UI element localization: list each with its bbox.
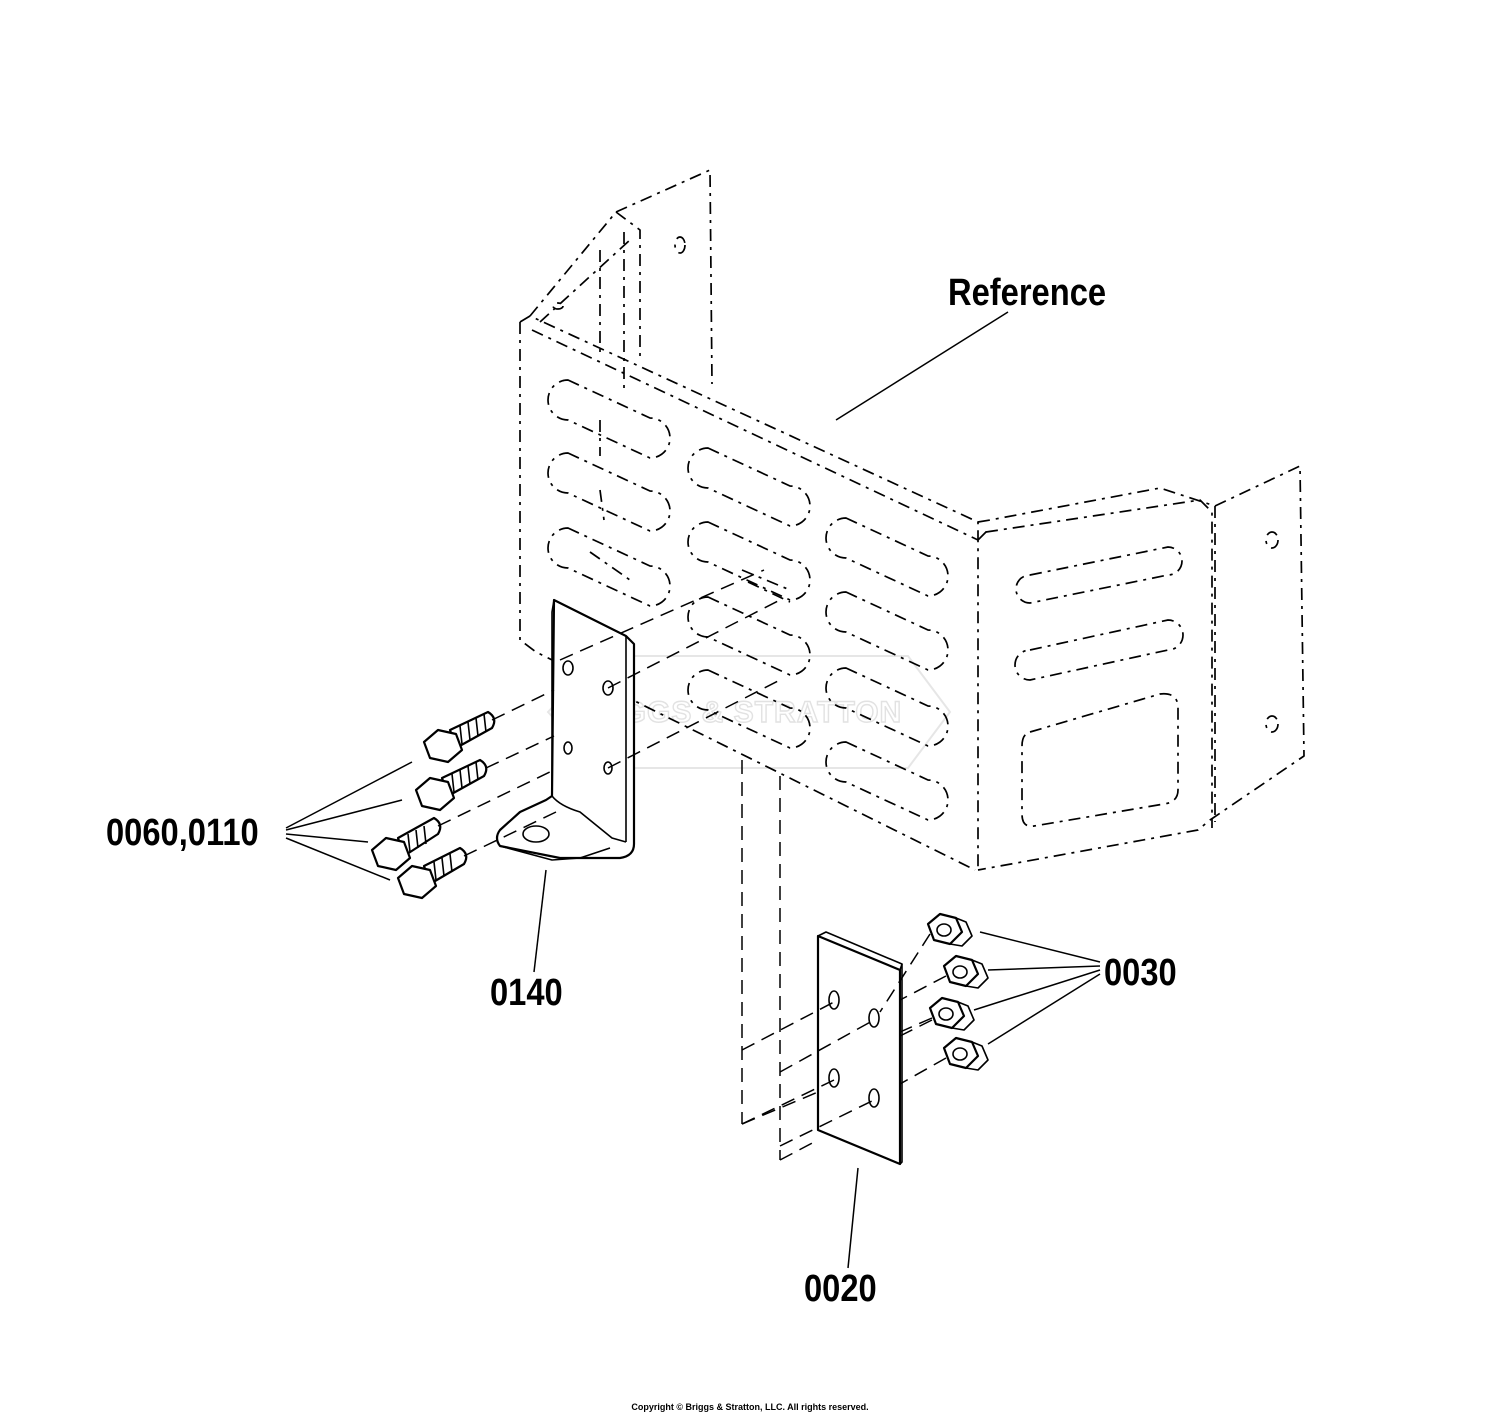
callout-bolts: 0060,0110 (106, 812, 259, 854)
callout-nuts: 0030 (1104, 952, 1177, 994)
bolt-1 (422, 710, 496, 764)
bolt-2 (414, 758, 488, 812)
nut-1 (926, 912, 973, 947)
callout-bracket: 0140 (490, 972, 563, 1014)
nut-2 (942, 954, 989, 989)
bolt-3 (370, 816, 442, 872)
leader-lines (285, 311, 1101, 1269)
bracket-0140 (495, 598, 636, 861)
plate-0020 (816, 931, 903, 1166)
copyright-notice: Copyright © Briggs & Stratton, LLC. All … (631, 1402, 869, 1412)
bolt-4 (396, 846, 468, 900)
reference-panel (519, 169, 1305, 871)
nut-3 (928, 996, 975, 1031)
callout-plate: 0020 (804, 1268, 877, 1310)
callout-reference: Reference (948, 272, 1107, 314)
nut-4 (942, 1036, 989, 1071)
